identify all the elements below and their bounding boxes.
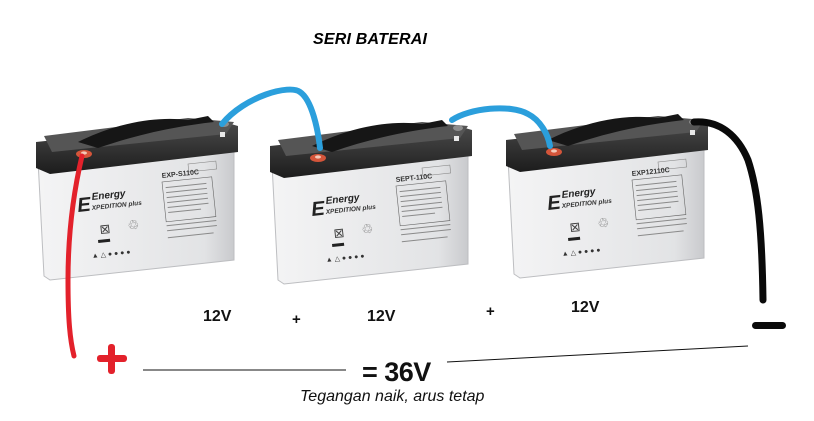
negative-wire xyxy=(690,118,767,304)
plus-operator-2: + xyxy=(486,303,495,320)
total-voltage: = 36V xyxy=(362,357,431,387)
battery-3-model: EXP12110C xyxy=(631,167,670,178)
diagram-title: SERI BATERAI xyxy=(313,31,428,48)
battery-2-voltage: 12V xyxy=(367,308,396,325)
battery-1-voltage: 12V xyxy=(203,308,232,325)
battery-2-model: SEPT-110C xyxy=(395,173,432,184)
battery-1: EXP-S110C xyxy=(35,115,239,281)
caption: Tegangan naik, arus tetap xyxy=(300,388,485,405)
plus-operator-1: + xyxy=(292,311,301,328)
battery-2: SEPT-110C xyxy=(269,119,473,285)
positive-terminal-sign xyxy=(97,344,127,374)
series-link-2-3 xyxy=(449,105,553,149)
series-link-1-2 xyxy=(219,86,323,151)
battery-3-voltage: 12V xyxy=(571,299,600,316)
positive-wire xyxy=(65,153,85,359)
negative-terminal-sign xyxy=(752,322,786,329)
battery-3: EXP12110C xyxy=(505,113,709,279)
sum-line-right xyxy=(446,345,749,363)
battery-1-model: EXP-S110C xyxy=(161,169,199,180)
